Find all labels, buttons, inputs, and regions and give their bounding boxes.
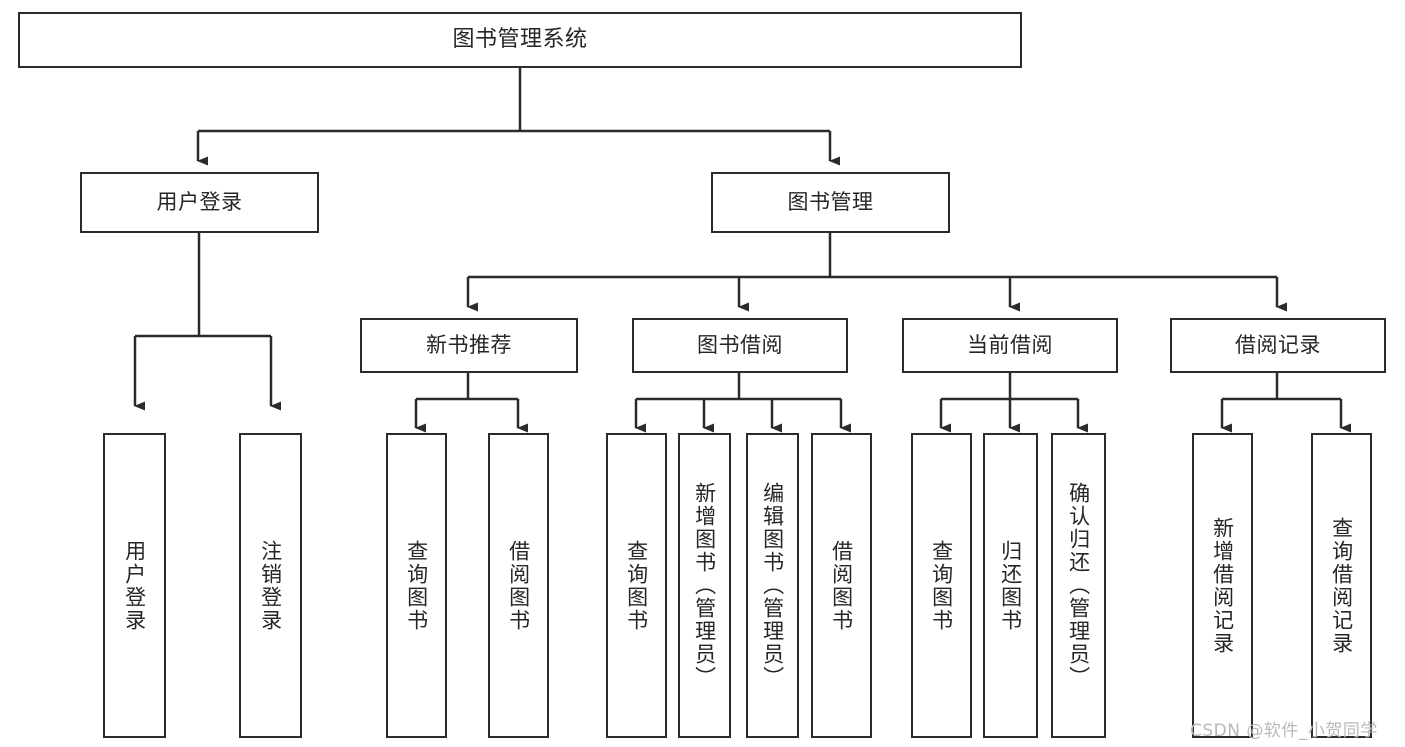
node-leaf-borrow-record-add[interactable]: 新增借阅记录 [1192, 433, 1253, 738]
node-book-management-label: 图书管理 [787, 189, 874, 214]
node-leaf-borrow-record-add-label: 新增借阅记录 [1210, 516, 1235, 655]
node-leaf-book-borrow-query[interactable]: 查询图书 [606, 433, 667, 738]
node-leaf-user-login-login-label: 用户登录 [122, 539, 147, 632]
node-borrow-record[interactable]: 借阅记录 [1170, 318, 1386, 373]
node-leaf-current-borrow-confirm-label: 确认归还（管理员） [1066, 482, 1091, 689]
node-leaf-current-borrow-return-label: 归还图书 [998, 539, 1023, 632]
node-leaf-current-borrow-return[interactable]: 归还图书 [983, 433, 1038, 738]
node-root-system-label: 图书管理系统 [452, 26, 588, 52]
node-current-borrow[interactable]: 当前借阅 [902, 318, 1118, 373]
node-leaf-book-borrow-borrow-label: 借阅图书 [829, 539, 854, 632]
node-new-book-recommend-label: 新书推荐 [426, 332, 512, 357]
node-leaf-current-borrow-query-label: 查询图书 [929, 539, 954, 632]
node-leaf-user-login-logout-label: 注销登录 [258, 539, 283, 632]
node-leaf-current-borrow-confirm[interactable]: 确认归还（管理员） [1051, 433, 1106, 738]
node-leaf-new-book-borrow-label: 借阅图书 [506, 539, 531, 632]
node-borrow-record-label: 借阅记录 [1235, 332, 1321, 357]
node-leaf-user-login-logout[interactable]: 注销登录 [239, 433, 302, 738]
node-leaf-book-borrow-edit-label: 编辑图书（管理员） [760, 482, 785, 689]
csdn-watermark: CSDN @软件_小贺同学 [1190, 721, 1378, 741]
node-new-book-recommend[interactable]: 新书推荐 [360, 318, 578, 373]
node-leaf-borrow-record-query-label: 查询借阅记录 [1329, 516, 1354, 655]
node-book-management[interactable]: 图书管理 [711, 172, 950, 233]
node-root-system[interactable]: 图书管理系统 [18, 12, 1022, 68]
node-book-borrow-label: 图书借阅 [697, 332, 783, 357]
node-leaf-user-login-login[interactable]: 用户登录 [103, 433, 166, 738]
node-user-login[interactable]: 用户登录 [80, 172, 319, 233]
node-leaf-book-borrow-add[interactable]: 新增图书（管理员） [678, 433, 731, 738]
node-leaf-new-book-query-label: 查询图书 [404, 539, 429, 632]
node-leaf-current-borrow-query[interactable]: 查询图书 [911, 433, 972, 738]
node-book-borrow[interactable]: 图书借阅 [632, 318, 848, 373]
node-leaf-book-borrow-borrow[interactable]: 借阅图书 [811, 433, 872, 738]
node-leaf-new-book-query[interactable]: 查询图书 [386, 433, 447, 738]
node-leaf-book-borrow-edit[interactable]: 编辑图书（管理员） [746, 433, 799, 738]
node-leaf-book-borrow-query-label: 查询图书 [624, 539, 649, 632]
node-current-borrow-label: 当前借阅 [967, 332, 1053, 357]
node-leaf-book-borrow-add-label: 新增图书（管理员） [692, 482, 717, 689]
node-user-login-label: 用户登录 [156, 189, 243, 214]
node-leaf-borrow-record-query[interactable]: 查询借阅记录 [1311, 433, 1372, 738]
node-leaf-new-book-borrow[interactable]: 借阅图书 [488, 433, 549, 738]
